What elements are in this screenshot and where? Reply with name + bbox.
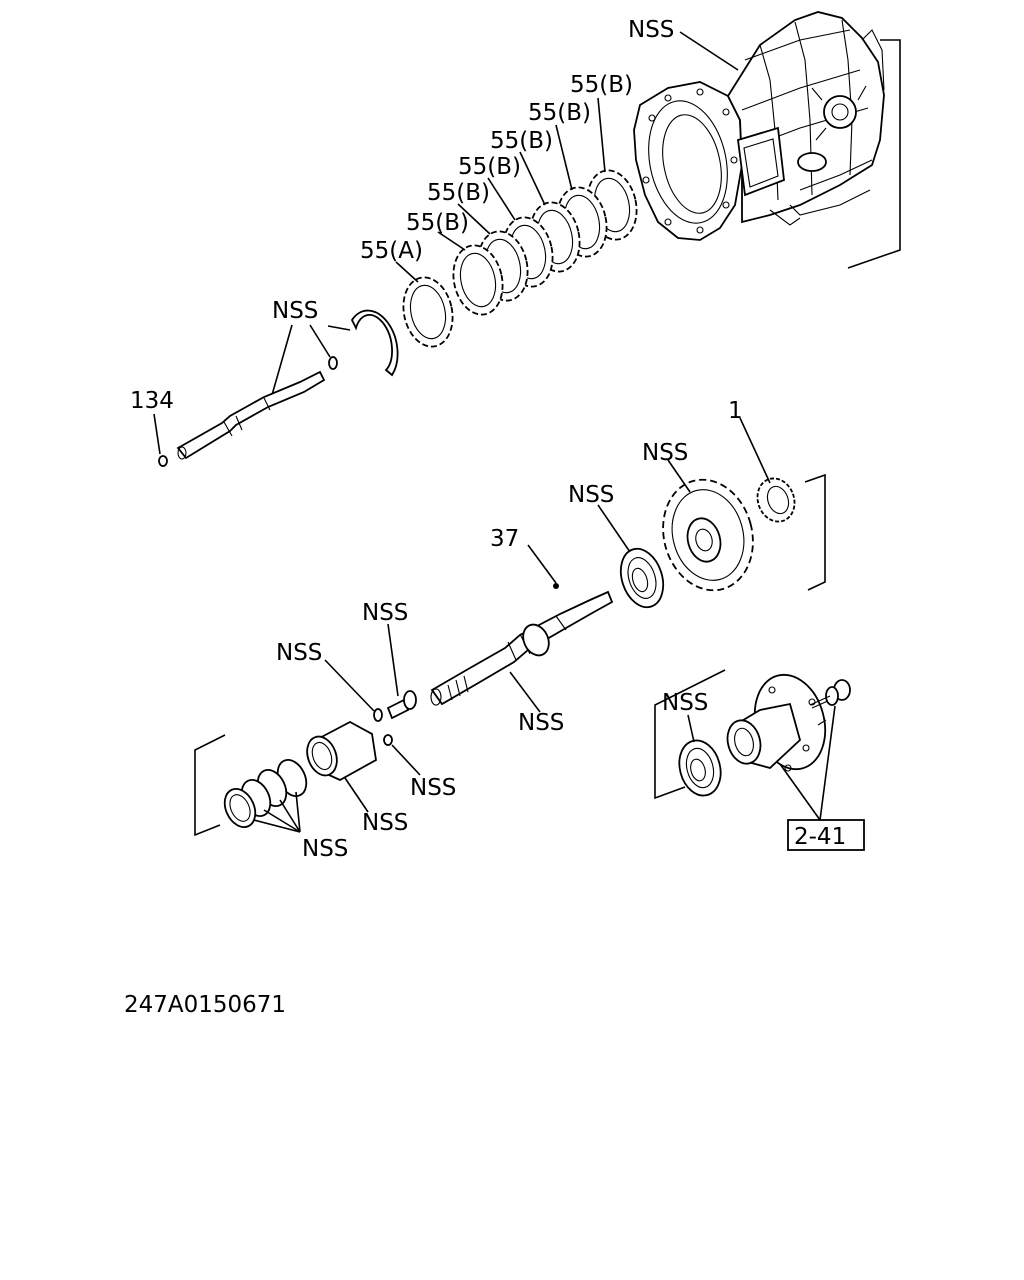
shaft-bearing [619, 547, 665, 609]
bolt [386, 690, 417, 720]
washer [373, 708, 383, 722]
sleeve-nss-label: NSS [362, 810, 408, 836]
output-shaft [430, 590, 614, 706]
ring-134 [158, 455, 168, 467]
reference-2-41[interactable]: 2-41 [787, 819, 865, 851]
disc-b2-label: 55(B) [427, 180, 490, 206]
snap-ring-nss-label: NSS [272, 298, 318, 324]
extension-housing [726, 673, 831, 772]
disc-b3-label: 55(B) [458, 154, 521, 180]
ref-2-41-label: 2-41 [794, 824, 846, 850]
small-ring [328, 356, 338, 370]
snap-ring [350, 309, 399, 377]
disc-b5-label: 55(B) [528, 100, 591, 126]
disc-b4-label: 55(B) [490, 128, 553, 154]
drawing-number: 247A0150671 [124, 992, 286, 1018]
disc-a-label: 55(A) [360, 238, 423, 264]
housing-leader [679, 31, 739, 71]
washer-nss-label: NSS [276, 640, 322, 666]
disc-b6-label: 55(B) [570, 72, 633, 98]
part-37-marker [553, 583, 559, 589]
rings-nss-label: NSS [302, 836, 348, 862]
part-1-label: 1 [728, 398, 743, 424]
housing-nss-label: NSS [628, 17, 674, 43]
pin-nss-label: NSS [410, 775, 456, 801]
sleeve [306, 720, 377, 782]
spline-gear-1 [756, 477, 796, 523]
part-37-label: 37 [490, 526, 519, 552]
clutch-disc-b1 [452, 244, 504, 316]
clutch-disc-a [402, 276, 454, 348]
shaft-nss-label: NSS [518, 710, 564, 736]
transmission-housing [633, 11, 901, 269]
bearing2-nss-label: NSS [662, 690, 708, 716]
part-134-label: 134 [130, 388, 174, 414]
disc-b1-label: 55(B) [406, 210, 469, 236]
gear-nss-label: NSS [642, 440, 688, 466]
bearing-nss-label: NSS [568, 482, 614, 508]
extension-bearing [678, 739, 722, 797]
bolt-nss-label: NSS [362, 600, 408, 626]
input-shaft-134 [158, 370, 326, 467]
flange-bolt [809, 679, 851, 706]
pin [383, 734, 393, 746]
o-ring-set [223, 759, 308, 828]
drive-gear [662, 478, 754, 592]
